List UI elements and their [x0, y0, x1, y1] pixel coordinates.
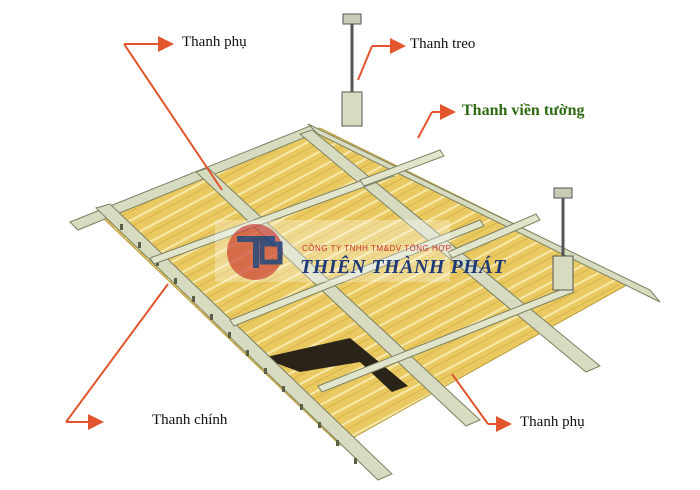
label-thanh-phu-bottom: Thanh phụ [520, 414, 585, 430]
label-thanh-vien-tuong: Thanh viền tường [462, 102, 585, 119]
cross-tee-1 [149, 169, 395, 265]
leader-arrows [65, 36, 512, 432]
arrow-thanh-phu-bottom [451, 373, 489, 425]
cross-tee-4 [359, 149, 445, 187]
panel-cutaway [262, 338, 408, 392]
watermark-company-name: CÔNG TY TNHH TM&DV TỔNG HỢP [302, 244, 452, 253]
cross-tee-3 [317, 285, 575, 393]
label-thanh-treo: Thanh treo [410, 36, 476, 52]
watermark-brand-name: THIÊN THÀNH PHÁT [300, 256, 506, 278]
cross-tee-2 [229, 219, 485, 327]
label-thanh-chinh: Thanh chính [152, 412, 228, 428]
label-thanh-phu-top: Thanh phụ [182, 34, 247, 50]
arrow-thanh-chinh [65, 283, 169, 423]
arrow-thanh-treo [357, 45, 373, 81]
hanger-rod-2 [552, 187, 574, 291]
cross-tee-5 [447, 213, 541, 259]
arrow-thanh-vien-tuong [417, 111, 433, 139]
company-logo-watermark [215, 220, 450, 282]
hanger-rod-1 [341, 13, 363, 127]
arrow-thanh-phu-top [123, 43, 223, 191]
